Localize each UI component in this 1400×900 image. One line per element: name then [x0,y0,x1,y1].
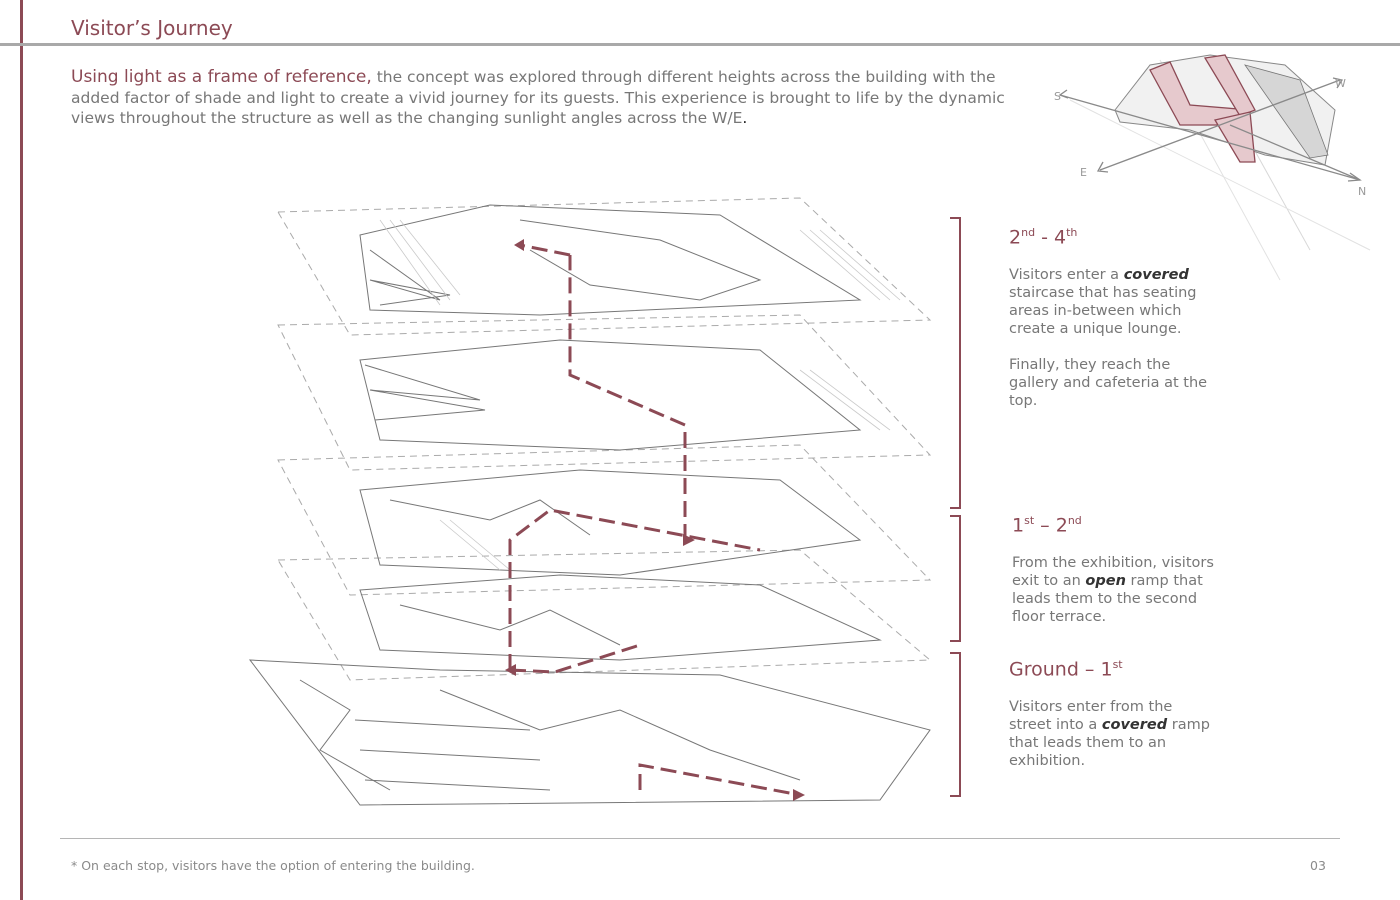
level-3-slab [277,314,932,471]
compass-s-label: S [1054,90,1061,103]
compass-n-label: N [1358,185,1366,198]
visitor-route [508,243,801,797]
section-paragraph-2: Finally, they reach the gallery and cafe… [1009,357,1208,410]
route-arrowheads [505,239,805,801]
section-2nd-4th: 2nd - 4th Visitors enter a covered stair… [1009,226,1219,428]
page-title: Visitor’s Journey [71,16,233,40]
compass-w-label: W [1335,77,1346,90]
intro-lead: Using light as a frame of reference, [71,67,372,87]
footnote: * On each stop, visitors have the option… [71,858,475,873]
left-accent-bar [20,0,23,900]
plan-linework [248,204,931,806]
level-4-slab [277,197,932,336]
orientation-diagram: S W E N [1054,54,1371,281]
section-heading: Ground – 1st [1009,658,1123,681]
bracket-2nd-4th [950,217,961,509]
compass-e-label: E [1080,166,1087,179]
section-heading: 1st – 2nd [1012,514,1082,537]
section-heading: 2nd - 4th [1009,226,1078,249]
level-1-slab [277,549,932,681]
intro-paragraph: Using light as a frame of reference, the… [71,67,1046,129]
header-rule [0,43,1400,46]
page-number: 03 [1310,858,1326,873]
intro-body: the concept was explored through differe… [71,68,1005,127]
footer-rule [60,838,1340,839]
section-paragraph: Visitors enter a covered staircase that … [1009,267,1197,338]
section-ground-1st: Ground – 1st Visitors enter from the str… [1009,658,1219,788]
section-paragraph: From the exhibition, visitors exit to an… [1012,555,1214,626]
section-1st-2nd: 1st – 2nd From the exhibition, visitors … [1012,514,1222,644]
bracket-1st-2nd [950,515,961,642]
plan-hatching [379,219,901,571]
bracket-ground-1st [950,652,961,797]
section-paragraph: Visitors enter from the street into a co… [1009,699,1210,770]
exploded-floor-plans [248,197,932,806]
intro-end: . [742,109,748,127]
